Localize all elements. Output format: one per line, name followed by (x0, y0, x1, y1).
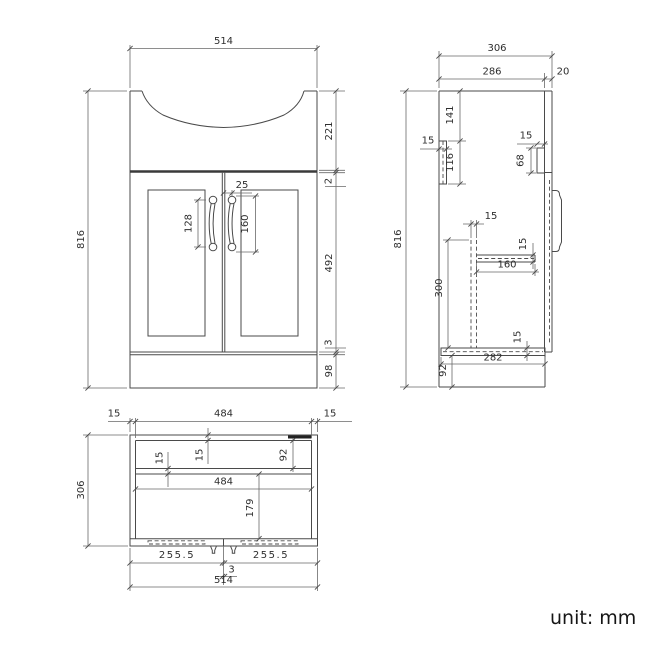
dim-bracket-offset: 141 (445, 105, 456, 124)
dim-handle-right: 160 (240, 214, 251, 233)
side-dim-ticks (403, 53, 555, 390)
dim-inner-width-top: 484 (214, 409, 233, 420)
dim-door-left-width: 255.5 (159, 550, 195, 561)
dim-shelf-thickness: 15 (518, 238, 529, 251)
dim-bottom-shelf-thickness: 15 (513, 331, 524, 344)
dim-side-plinth: 92 (438, 364, 449, 377)
dim-front-depth: 179 (245, 498, 256, 517)
handle-bottom-knob (227, 242, 237, 252)
dim-plan-inner-width: 484 (214, 477, 233, 488)
handle-bar (227, 203, 235, 244)
front-view: 514 816 221 2 492 3 98 25 128 160 (76, 36, 346, 391)
divider-hidden-edges (470, 240, 477, 348)
side-view: 306 286 20 816 141 116 15 15 68 15 300 1… (393, 43, 569, 390)
plan-dimension-lines (87, 421, 352, 588)
side-dimension-lines (405, 55, 552, 387)
dim-side-height: 816 (393, 229, 404, 248)
dim-back-offset: 92 (279, 449, 290, 462)
front-dimension-lines (87, 48, 337, 388)
front-body-edges (129, 91, 318, 389)
dim-front-height: 816 (76, 230, 87, 249)
dim-top-bracket-height: 68 (516, 154, 527, 167)
dim-front-width: 514 (214, 36, 233, 47)
front-cabinet-outline (129, 90, 318, 389)
plan-dim-ticks (85, 418, 321, 590)
side-extension-lines (400, 51, 553, 388)
right-door-handle (227, 195, 237, 252)
dim-plan-door-gap: 3 (228, 565, 234, 576)
plan-dimensions: 15 484 15 306 15 15 92 484 179 255.5 255… (76, 409, 352, 591)
dim-side-depth: 306 (487, 43, 506, 54)
front-fixing-bracket (536, 147, 545, 174)
dim-carcass-depth: 286 (482, 67, 501, 78)
door-center-gap (221, 172, 226, 352)
dim-shelf-length: 160 (497, 260, 516, 271)
plan-left-door-panel (147, 540, 206, 545)
basin-curve (141, 90, 305, 129)
side-handle-profile (552, 190, 562, 252)
dim-door-height: 492 (324, 253, 335, 272)
left-door-panel (147, 189, 206, 337)
plan-right-handle (229, 545, 238, 554)
left-door-handle (208, 195, 218, 252)
dim-plan-width: 514 (214, 575, 233, 586)
dim-bottom-gap: 3 (324, 339, 335, 345)
plan-view: 15 484 15 306 15 15 92 484 179 255.5 255… (76, 409, 352, 591)
front-extension-lines (83, 45, 346, 389)
dim-basin-height: 221 (324, 121, 335, 140)
dim-door-thickness: 20 (557, 67, 570, 78)
handle-bar (208, 203, 216, 244)
handle-bottom-knob (208, 242, 218, 252)
unit-note: unit: mm (550, 607, 636, 629)
dim-plan-depth: 306 (76, 480, 87, 499)
dim-divider-thickness: 15 (485, 211, 498, 222)
mid-shelf (476, 254, 536, 263)
dim-bracket-thickness: 15 (422, 136, 435, 147)
dim-rail-thickness: 15 (155, 452, 166, 465)
bottom-shelf (440, 347, 546, 356)
right-door-panel (240, 189, 299, 337)
dim-bracket-height: 116 (445, 153, 456, 172)
side-dimensions: 306 286 20 816 141 116 15 15 68 15 300 1… (393, 43, 569, 390)
front-dimensions: 514 816 221 2 492 3 98 25 128 160 (76, 36, 346, 391)
plan-extension-lines (83, 418, 318, 591)
plan-back-rail (135, 468, 312, 475)
dim-handle-left: 128 (184, 214, 195, 233)
dim-bottom-shelf-length: 282 (483, 353, 502, 364)
plan-left-handle (209, 545, 218, 554)
handle-top-knob (227, 195, 237, 205)
dim-back-panel-thickness: 15 (195, 449, 206, 462)
plan-right-door-panel (240, 540, 299, 545)
dim-top-bracket-thickness: 15 (520, 131, 533, 142)
dim-wall-right: 15 (324, 409, 337, 420)
dim-divider-height: 300 (434, 278, 445, 297)
front-dim-ticks (85, 45, 339, 391)
side-cabinet-outline (438, 90, 562, 388)
dim-handle-offset: 25 (236, 180, 249, 191)
dim-door-right-width: 255.5 (253, 550, 289, 561)
handle-top-knob (208, 195, 218, 205)
dim-worktop-gap: 2 (324, 178, 335, 184)
dim-wall-left: 15 (108, 409, 121, 420)
dim-plinth-height: 98 (324, 365, 335, 378)
side-body-edges (438, 90, 553, 388)
